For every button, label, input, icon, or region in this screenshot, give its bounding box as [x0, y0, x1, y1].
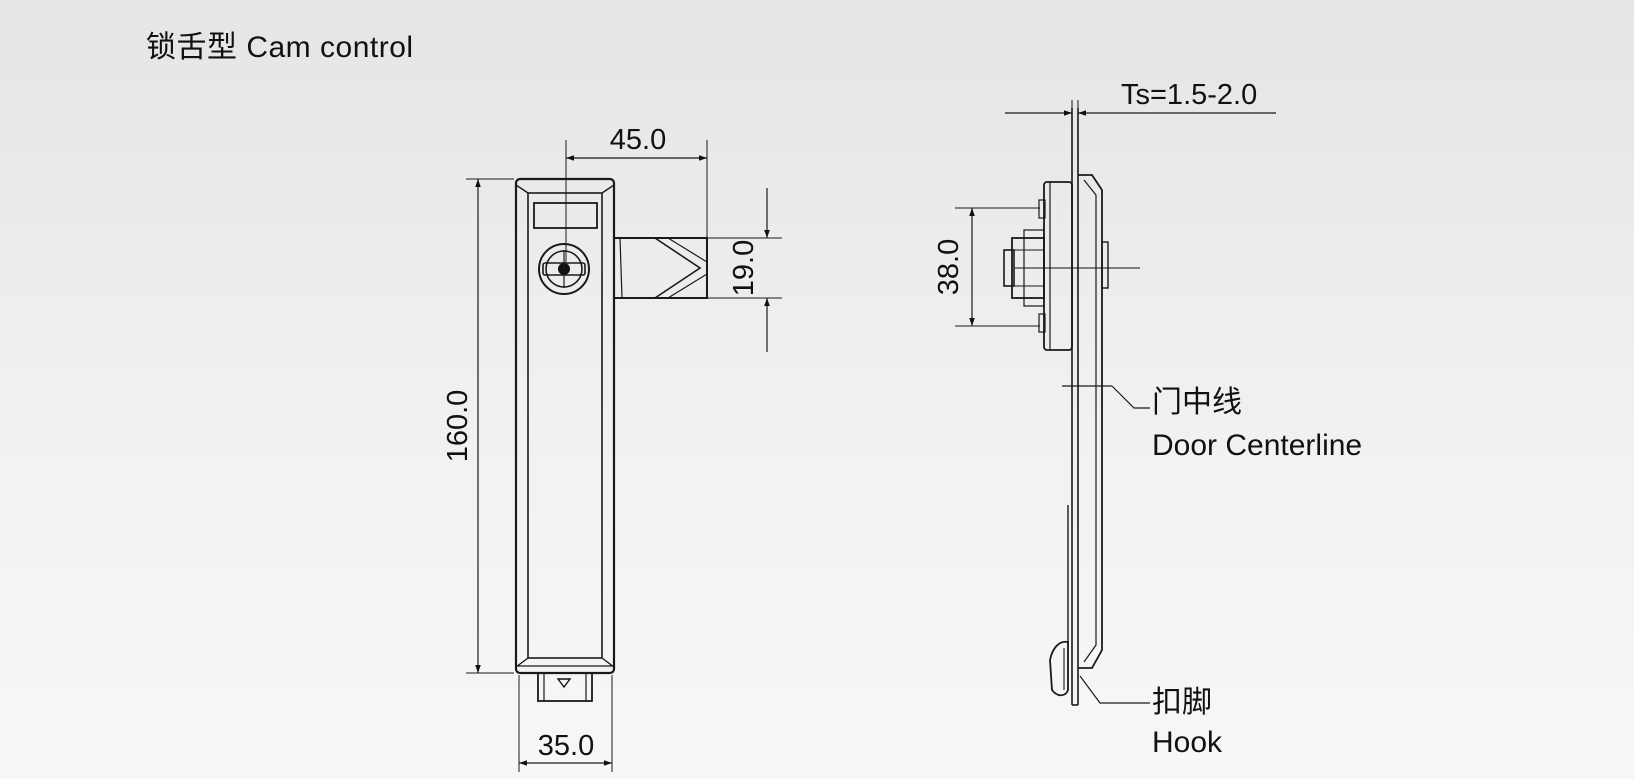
lock-cylinder-icon [538, 243, 590, 295]
leader-hook [1079, 675, 1150, 704]
label-hook-en: Hook [1152, 726, 1223, 759]
drawing-title: 锁舌型 Cam control [146, 31, 414, 64]
dim-label-19: 19.0 [728, 240, 760, 296]
dim-cam-height [707, 188, 782, 352]
dim-height-total [466, 178, 514, 674]
dim-thickness [1005, 100, 1276, 120]
side-view: 38.0 Ts=1.5-2.0 门中线 Door Centerline 扣脚 H… [933, 79, 1362, 759]
dim-label-160: 160.0 [442, 390, 474, 463]
dim-label-45: 45.0 [610, 124, 666, 156]
cam-tongue [613, 237, 708, 299]
label-centerline-en: Door Centerline [1152, 429, 1362, 462]
dim-width-cam [565, 140, 708, 262]
front-view: 45.0 160.0 19.0 35.0 [442, 124, 782, 772]
dim-width-base [518, 675, 613, 772]
dim-label-38: 38.0 [933, 239, 965, 295]
dim-side-height [955, 207, 1040, 327]
leader-centerline [1062, 385, 1150, 409]
dim-label-35: 35.0 [538, 730, 594, 762]
handle-outer [514, 177, 616, 675]
hook-part [1049, 505, 1069, 697]
label-hook-cn: 扣脚 [1152, 686, 1212, 719]
label-centerline-cn: 门中线 [1152, 386, 1242, 419]
handle-inner [527, 192, 603, 659]
dim-label-thickness: Ts=1.5-2.0 [1121, 79, 1257, 111]
bottom-tab [537, 672, 593, 702]
